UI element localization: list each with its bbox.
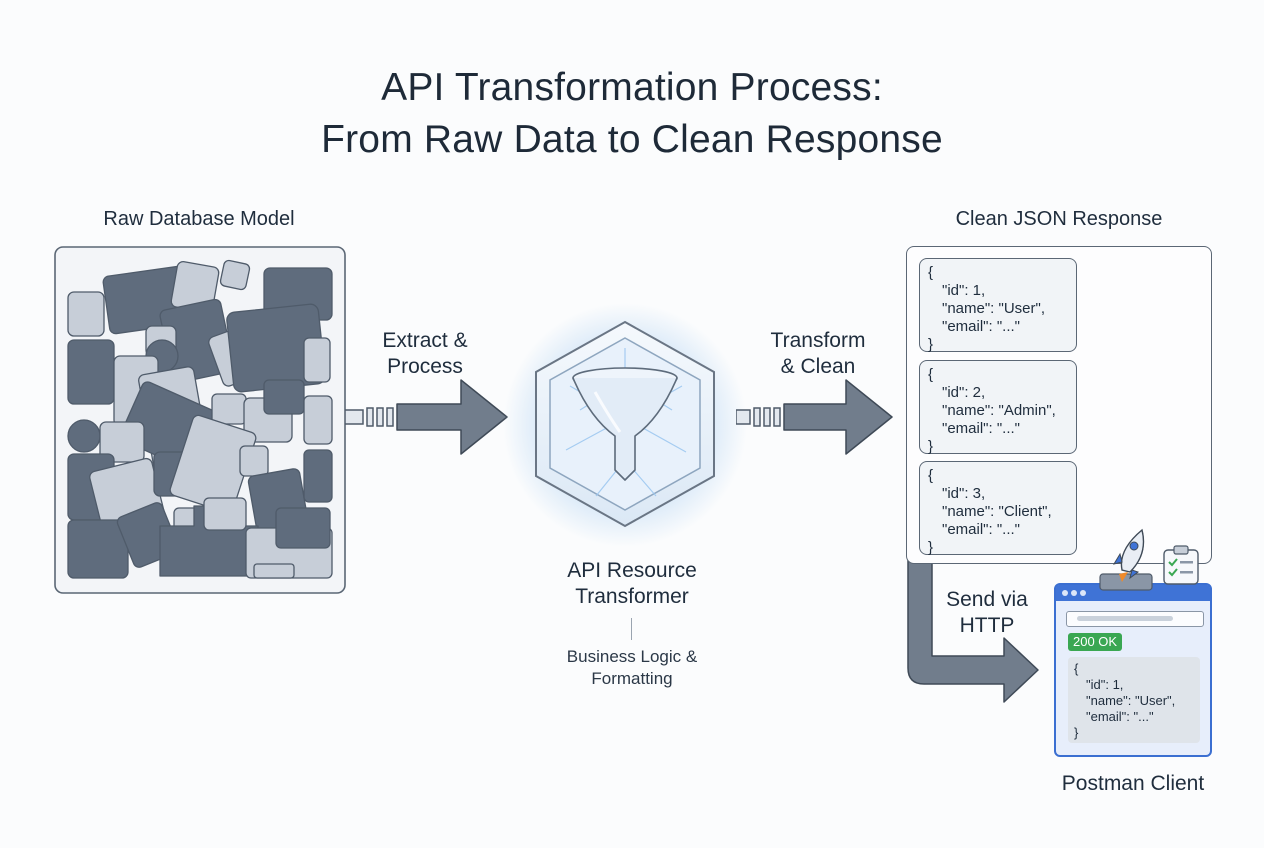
business-line-2: Formatting	[591, 669, 673, 688]
json-name: "name": "Admin",	[942, 402, 1056, 419]
json-email: "email": "..."	[942, 318, 1020, 335]
json-name: "name": "Client",	[942, 503, 1052, 520]
window-dot	[1071, 590, 1077, 596]
window-dot	[1080, 590, 1086, 596]
raw-database-box	[54, 246, 346, 594]
api-resource-transformer	[503, 303, 747, 547]
business-logic-label: Business Logic & Formatting	[532, 646, 732, 690]
json-name: "name": "User",	[1086, 693, 1176, 708]
json-card-2: { "id": 2, "name": "Admin", "email": "..…	[919, 360, 1077, 455]
json-open: {	[928, 467, 934, 484]
postman-client-label: Postman Client	[1061, 772, 1205, 795]
transformer-line-1: API Resource	[567, 559, 697, 582]
transform-line-1: Transform	[770, 329, 866, 352]
funnel-icon	[572, 367, 678, 481]
json-email: "email": "..."	[942, 521, 1020, 538]
transform-clean-arrow	[736, 379, 893, 455]
title-line-1: API Transformation Process:	[381, 66, 883, 109]
transformer-divider	[631, 618, 632, 640]
json-name: "name": "User",	[942, 300, 1045, 317]
transform-clean-label: Transform & Clean	[748, 328, 888, 380]
json-close: }	[928, 438, 934, 455]
extract-process-arrow	[345, 379, 508, 455]
postman-response-body: { "id": 1, "name": "User", "email": "...…	[1068, 657, 1200, 743]
window-title-bar	[1056, 585, 1210, 601]
raw-database-label: Raw Database Model	[103, 208, 295, 230]
postman-client-window: 200 OK { "id": 1, "name": "User", "email…	[1054, 583, 1212, 757]
json-id: "id": 1,	[1086, 677, 1124, 692]
send-http-arrow	[907, 556, 1039, 703]
transformer-line-2: Transformer	[575, 585, 689, 608]
json-id: "id": 3,	[942, 485, 986, 502]
json-close: }	[928, 336, 934, 353]
json-email: "email": "..."	[942, 420, 1020, 437]
json-email: "email": "..."	[1086, 709, 1154, 724]
json-id: "id": 2,	[942, 384, 986, 401]
extract-line-1: Extract &	[382, 329, 468, 352]
url-bar	[1066, 611, 1204, 627]
json-id: "id": 1,	[942, 282, 986, 299]
send-http-label: Send via HTTP	[932, 587, 1042, 639]
json-close: }	[928, 539, 934, 556]
json-close: }	[1074, 725, 1079, 740]
title-line-2: From Raw Data to Clean Response	[321, 118, 943, 161]
send-line-1: Send via	[946, 588, 1028, 611]
transformer-label: API Resource Transformer	[532, 558, 732, 610]
send-line-2: HTTP	[959, 614, 1015, 637]
business-line-1: Business Logic &	[566, 647, 698, 666]
json-card-1: { "id": 1, "name": "User", "email": "...…	[919, 258, 1077, 353]
diagram-title: API Transformation Process: From Raw Dat…	[0, 62, 1264, 166]
clean-json-label: Clean JSON Response	[955, 208, 1163, 230]
json-card-3: { "id": 3, "name": "Client", "email": ".…	[919, 461, 1077, 556]
window-dot	[1062, 590, 1068, 596]
json-open: {	[928, 264, 934, 281]
transform-line-2: & Clean	[780, 355, 856, 378]
json-open: {	[928, 366, 934, 383]
rocket-icon	[1099, 528, 1153, 591]
json-open: {	[1074, 661, 1079, 676]
extract-line-2: Process	[387, 355, 463, 378]
clipboard-check-icon	[1163, 545, 1199, 585]
status-badge: 200 OK	[1068, 633, 1123, 651]
extract-process-label: Extract & Process	[355, 328, 495, 380]
